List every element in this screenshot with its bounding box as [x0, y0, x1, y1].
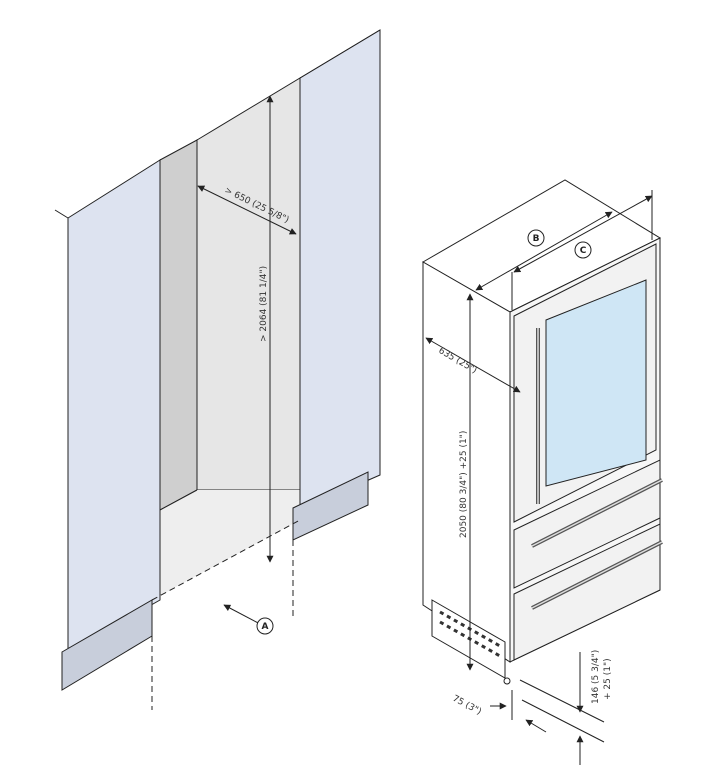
door-glass [545, 279, 647, 487]
niche-floor [152, 490, 300, 600]
appliance-drawing: 2050 (80 3/4") +25 (1") 635 (25") B C 14… [421, 179, 663, 765]
niche-drawing: > 2064 (81 1/4") > 650 (25 5/8") A [54, 29, 381, 710]
lower-drawer [513, 523, 661, 661]
right-cabinet [299, 29, 381, 511]
toe-kick-height-label: 146 (5 3/4") [591, 650, 601, 704]
right-cabinet-top [299, 29, 381, 79]
callout-c [574, 241, 592, 259]
callout-a [256, 617, 274, 635]
upper-drawer [513, 459, 661, 589]
appliance-height-label: 2050 (80 3/4") +25 (1") [459, 431, 469, 538]
left-cabinet [67, 159, 161, 653]
right-cabinet-base [292, 471, 369, 541]
callout-a-label: A [262, 622, 269, 632]
callout-c-label: C [580, 246, 587, 256]
callout-b-label: B [533, 234, 540, 244]
toe-kick-depth-label: 75 (3") [451, 694, 483, 717]
niche-height-label: > 2064 (81 1/4") [259, 266, 269, 342]
niche-inner-side-wall [159, 139, 198, 511]
niche-back-wall [196, 77, 301, 491]
toe-kick-height-tolerance: + 25 (1") [603, 658, 613, 700]
